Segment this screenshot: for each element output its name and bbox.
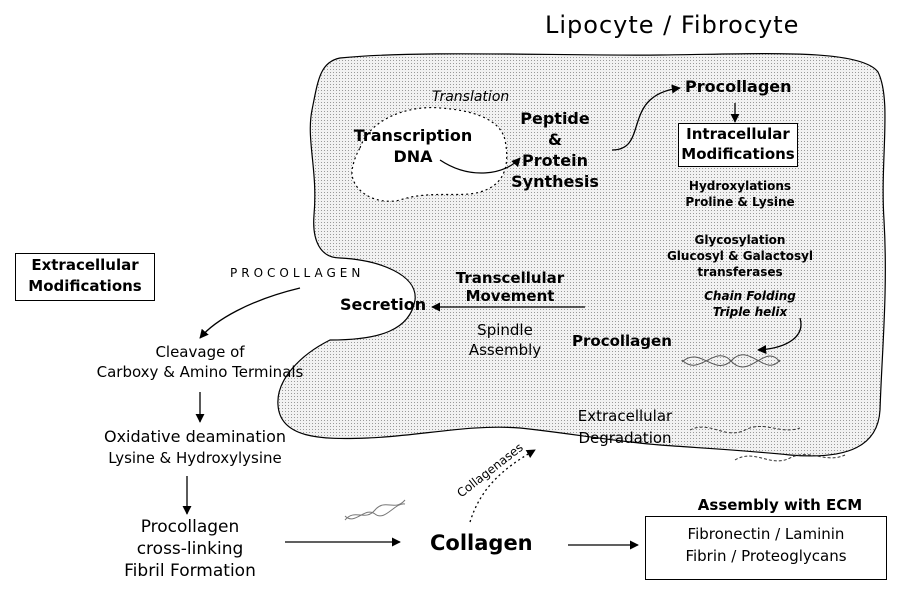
glycosylation-label: Glycosylation [665,234,815,247]
assembly-label: Assembly [455,342,555,359]
secretion-label: Secretion [340,296,426,314]
transferases-label: transferases [665,266,815,279]
peptide-label: Peptide [505,110,605,128]
extracellular-label: Extracellular [15,257,155,274]
lysine-hydroxylysine-label: Lysine & Hydroxylysine [70,450,320,467]
terminals-label: Carboxy & Amino Terminals [60,364,340,381]
dna-label: DNA [353,148,473,166]
intracellular-label: Intracellular [678,126,798,143]
triple-helix-label: Triple helix [680,306,820,319]
crosslinking-label: cross-linking [115,540,265,559]
proline-lysine-label: Proline & Lysine [670,196,810,209]
fibril-formation-label: Fibril Formation [100,562,280,581]
ecm-line-2: Fibrin / Proteoglycans [645,548,887,565]
cleavage-label: Cleavage of [100,344,300,361]
procollagen-bottom-label: Procollagen [572,333,672,350]
movement-label: Movement [440,288,580,305]
extracellular-modifications-label: Modifications [15,278,155,295]
degradation-label: Degradation [560,430,690,447]
transcription-label: Transcription [353,127,473,145]
ecm-header: Assembly with ECM [690,497,870,514]
procollagen-crosslink-label: Procollagen [115,518,265,537]
collagen-label: Collagen [430,532,533,555]
extracellular-degradation-label: Extracellular [560,408,690,425]
procollagen-top-label: Procollagen [685,78,792,96]
oxidative-label: Oxidative deamination [70,428,320,446]
glucosyl-label: Glucosyl & Galactosyl [655,250,825,263]
procollagen-caps-label: PROCOLLAGEN [230,267,364,280]
hydroxylations-label: Hydroxylations [670,180,810,193]
transcellular-label: Transcellular [440,270,580,287]
spindle-label: Spindle [455,322,555,339]
collagen-helix-illustration [345,500,405,520]
arrow-to-cleavage [200,288,300,338]
diagram-title: Lipocyte / Fibrocyte [545,12,799,38]
modifications-label: Modifications [678,146,798,163]
protein-label: Protein [505,152,605,170]
translation-label: Translation [432,90,509,105]
synthesis-label: Synthesis [505,173,605,191]
ecm-line-1: Fibronectin / Laminin [645,526,887,543]
chain-folding-label: Chain Folding [680,290,820,303]
amp-label: & [505,131,605,149]
